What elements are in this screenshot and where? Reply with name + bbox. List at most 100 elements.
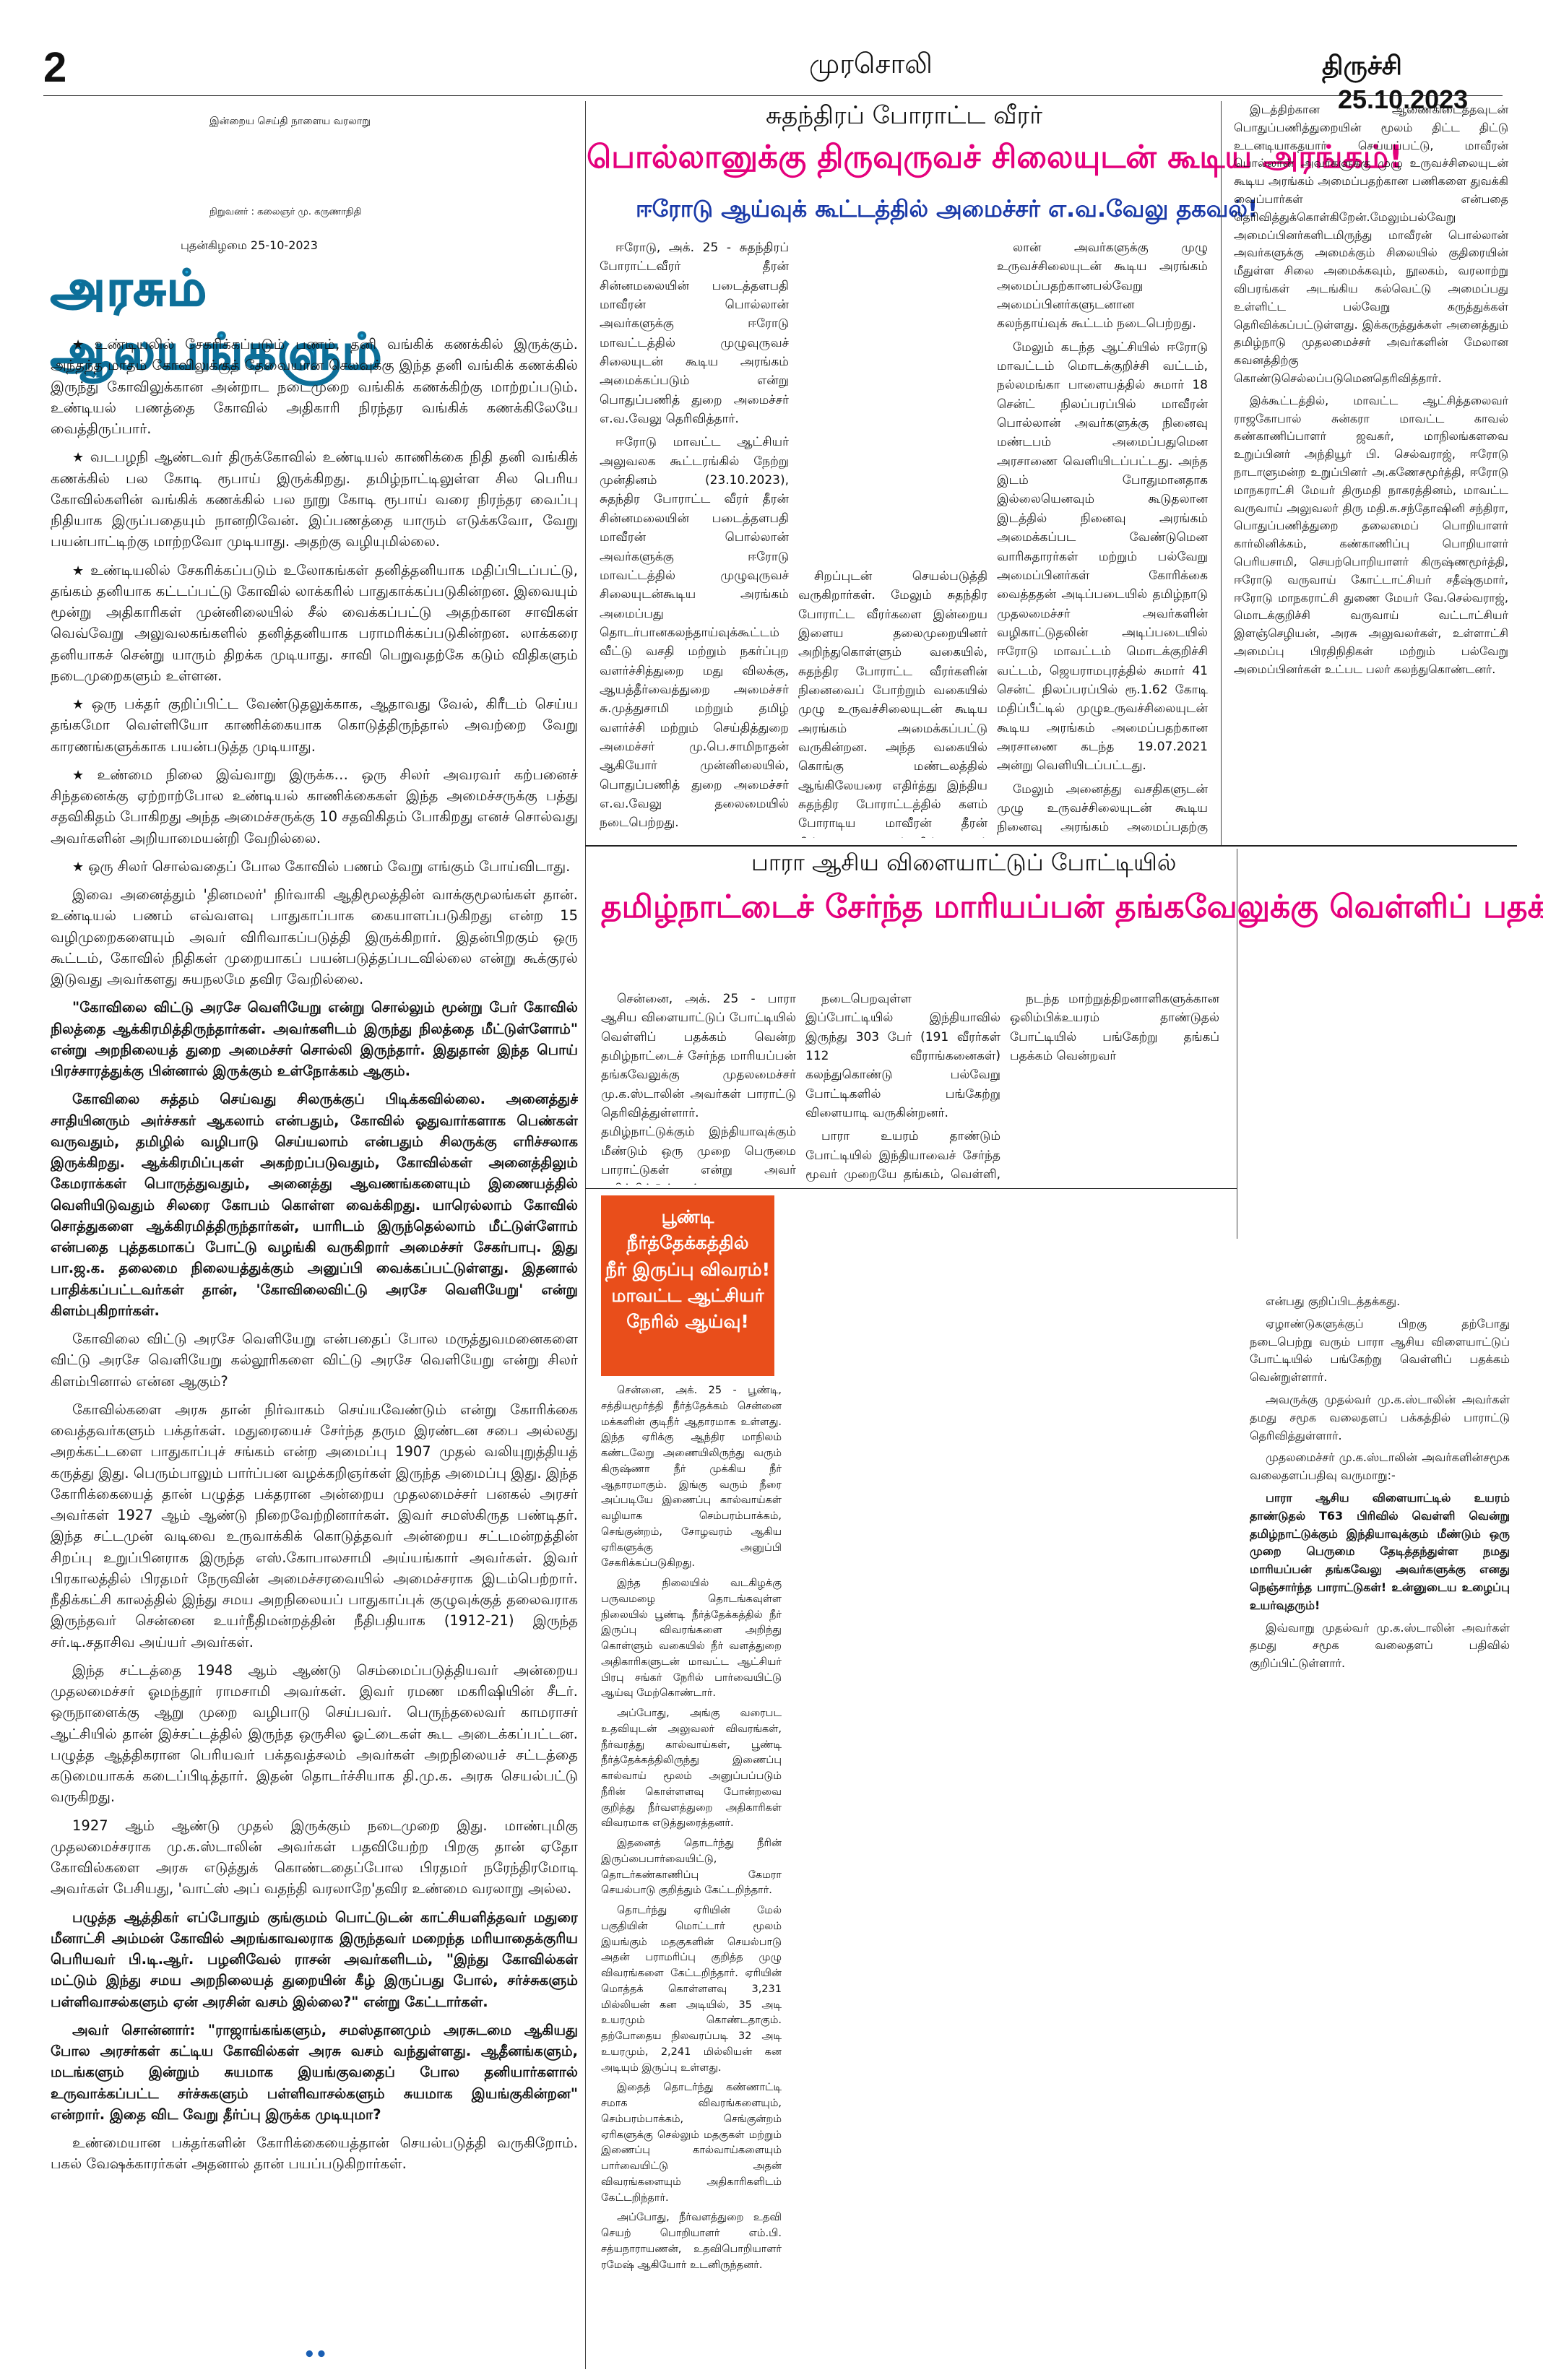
editorial-paragraph: கோவிலை சுத்தம் செய்வது சிலருக்குப் பிடிக… [51,1089,578,1321]
story2-column-1: சென்னை, அக். 25 - பாரா ஆசிய விளையாட்டுப்… [601,990,796,1185]
article-paragraph: ஈரோடு மாவட்ட ஆட்சியர் அலுவலக கூட்டரங்கில… [600,435,789,831]
story2-kicker: பாரா ஆசிய விளையாட்டுப் போட்டியில் [751,849,1177,876]
story2-headline: தமிழ்நாட்டைச் சேர்ந்த மாரியப்பன் தங்கவேல… [601,888,1543,925]
motto: இன்றைய செய்தி நாளைய வரலாறு [209,116,371,127]
article-paragraph: லான் அவர்களுக்கு முழு உருவச்சிலையுடன் கூ… [997,241,1208,332]
star-bullet-icon: ★ [72,337,90,352]
edition-date: திருச்சி 25.10.2023 [1322,51,1517,115]
editorial-paragraph: ★ஒரு சிலர் சொல்வதைப் போல கோவில் பணம் வேற… [51,856,578,877]
paragraph-text: அவர் சொன்னார்: "ராஜாங்கங்களும், சமஸ்தானம… [51,2021,578,2123]
editorial-paragraph: ★ஒரு பக்தர் குறிப்பிட்ட வேண்டுதலுக்காக, … [51,693,578,757]
editorial-paragraph: ★உண்டியலில் சேகரிக்கப்படும் உலோகங்கள் தன… [51,560,578,687]
article-paragraph: பாரா ஆசிய விளையாட்டில் உயரம் தாண்டுதல் T… [1250,1490,1510,1612]
article-paragraph: இவ்வாறு முதல்வர் மு.க.ஸ்டாலின் அவர்கள் த… [1250,1620,1510,1671]
paragraph-text: கோவிலை விட்டு அரசே வெளியேறு என்பதைப் போல… [51,1330,578,1390]
masthead: 2 முரசொலி திருச்சி 25.10.2023 [43,43,1517,114]
editorial-title: அரசும் ஆலயங்களும் [50,259,384,381]
editorial-paragraph: கோவிலை விட்டு அரசே வெளியேறு என்பதைப் போல… [51,1328,578,1392]
paragraph-text: உண்டியலில் சேகரிக்கப்படும் உலோகங்கள் தனி… [51,561,578,684]
paragraph-text: பழுத்த ஆத்திகர் எப்போதும் குங்குமம் பொட்… [51,1908,578,2010]
star-bullet-icon: ★ [72,859,85,875]
article-paragraph: சென்னை, அக். 25 - பாரா ஆசிய விளையாட்டுப்… [601,992,796,1185]
masthead-rule [43,95,1503,96]
paragraph-text: கோவிலை சுத்தம் செய்வது சிலருக்குப் பிடிக… [51,1091,578,1319]
article-paragraph: சென்னை, அக். 25 - பூண்டி, சத்தியமூர்த்தி… [601,1385,782,1570]
article-paragraph: முதலமைச்சர் மு.க.ஸ்டாலின் அவர்களின்சமூக … [1250,1450,1510,1483]
page-number: 2 [43,44,67,91]
story3-headline-line: மாவட்ட ஆட்சியர் [611,1284,764,1306]
story2-column-3: நடந்த மாற்றுத்திறனாளிகளுக்கான ஒலிம்பிக்உ… [1010,990,1219,1185]
article-paragraph: ஏழாண்டுகளுக்குப் பிறகு தற்போது நடைபெற்று… [1250,1316,1510,1385]
story1-column-3: லான் அவர்களுக்கு முழு உருவச்சிலையுடன் கூ… [997,238,1208,838]
paragraph-text: வடபழநி ஆண்டவர் திருக்கோவில் உண்டியல் காண… [51,449,578,550]
article-paragraph: இதைத் தொடர்ந்து கண்ணாட்டி சமாக விவரங்களை… [601,2082,782,2204]
star-bullet-icon: ★ [72,767,93,783]
column-divider [585,101,586,2369]
star-bullet-icon: ★ [72,697,87,712]
editorial-paragraph: 1927 ஆம் ஆண்டு முதல் இருக்கும் நடைமுறை இ… [51,1815,578,1900]
issue-date: 25.10.2023 [1338,85,1469,114]
founder-line: நிறுவனர் : கலைஞர் மு. கருணாநிதி [209,207,362,217]
article-paragraph: சிறப்புடன் செயல்படுத்தி வருகிறார்கள். மே… [798,569,987,838]
story1-headline: பொல்லானுக்கு திருவுருவச் சிலையுடன் கூடிய… [587,139,1404,176]
story-separator [585,845,1517,847]
story2-column-4: என்பது குறிப்பிடத்தக்கது. ஏழாண்டுகளுக்குப… [1250,1293,1510,1755]
story3-headline-line: நேரில் ஆய்வு! [626,1311,749,1332]
star-bullet-icon: ★ [72,563,87,579]
story3-body: சென்னை, அக். 25 - பூண்டி, சத்தியமூர்த்தி… [601,1383,782,2366]
article-paragraph: அப்போது, அங்கு வரைபட உதவியுடன் அலுவலர் வ… [601,1708,782,1830]
story1-deck: ஈரோடு ஆய்வுக் கூட்டத்தில் அமைச்சர் எ.வ.வ… [636,195,1258,222]
paper-name: முரசொலி [809,48,933,79]
article-paragraph: நடந்த மாற்றுத்திறனாளிகளுக்கான ஒலிம்பிக்உ… [1010,992,1219,1064]
paragraph-text: உண்மையான பக்தர்களின் கோரிக்கையைத்தான் செ… [51,2134,578,2173]
editorial-paragraph: இவை அனைத்தும் 'தினமலர்' நிர்வாகி ஆதிமூலத… [51,884,578,990]
story1-column-1: ஈரோடு, அக். 25 - சுதந்திரப் போராட்டவீரர்… [600,238,789,838]
paragraph-text: உண்டியலில் சேகரிக்கப்படும் பணம், தனி வங்… [51,336,578,437]
paragraph-text: ஒரு சிலர் சொல்வதைப் போல கோவில் பணம் வேறு… [88,857,571,875]
editorial-paragraph: இந்த சட்டத்தை 1948 ஆம் ஆண்டு செம்மைப்படு… [51,1660,578,1808]
paragraph-text: கோவில்களை அரசு தான் நிர்வாகம் செய்யவேண்ட… [51,1401,578,1650]
article-paragraph: இடத்திற்கான ஆணைகிடைத்தவுடன் பொதுப்பணித்த… [1234,103,1508,385]
story1-kicker: சுதந்திரப் போராட்ட வீரர் [766,101,1042,130]
editorial-paragraph: அவர் சொன்னார்: "ராஜாங்கங்களும், சமஸ்தானம… [51,2020,578,2125]
article-paragraph: தொடர்ந்து ஏரியின் மேல் பகுதியின் மொட்டார… [601,1905,782,2074]
article-paragraph: நடைபெறவுள்ள இப்போட்டியில் இந்தியாவில் இர… [805,992,1000,1121]
editorial-paragraph: ★உண்டியலில் சேகரிக்கப்படும் பணம், தனி வங… [51,334,578,439]
editorial-paragraph: ★வடபழநி ஆண்டவர் திருக்கோவில் உண்டியல் கா… [51,446,578,552]
story2-bottom-rule [585,1188,1237,1189]
article-paragraph: இக்கூட்டத்தில், மாவட்ட ஆட்சித்தலைவர் ராஜ… [1234,393,1508,676]
editorial-paragraph: "கோவிலை விட்டு அரசே வெளியேறு என்று சொல்ல… [51,997,578,1081]
article-paragraph: என்பது குறிப்பிடத்தக்கது. [1266,1294,1401,1308]
editorial-paragraph: உண்மையான பக்தர்களின் கோரிக்கையைத்தான் செ… [51,2132,578,2175]
article-paragraph: இதனைத் தொடர்ந்து நீரின் இருப்பைபார்வையிட… [601,1838,782,1897]
edition-name: திருச்சி [1322,51,1402,80]
editorial-paragraph: ★உண்மை நிலை இவ்வாறு இருக்க… ஒரு சிலர் அவ… [51,764,578,849]
story1-divider [1221,101,1222,845]
editorial-paragraph: கோவில்களை அரசு தான் நிர்வாகம் செய்யவேண்ட… [51,1399,578,1653]
story1-column-2: சிறப்புடன் செயல்படுத்தி வருகிறார்கள். மே… [798,238,987,838]
editorial-body: ★உண்டியலில் சேகரிக்கப்படும் பணம், தனி வங… [51,334,578,2334]
end-mark: •• [303,2344,328,2366]
story1-column-4: இடத்திற்கான ஆணைகிடைத்தவுடன் பொதுப்பணித்த… [1234,101,1508,845]
paragraph-text: இவை அனைத்தும் 'தினமலர்' நிர்வாகி ஆதிமூலத… [51,886,578,987]
story2-column-2: நடைபெறவுள்ள இப்போட்டியில் இந்தியாவில் இர… [805,990,1000,1185]
editorial-date: புதன்கிழமை 25-10-2023 [181,238,318,252]
paragraph-text: ஒரு பக்தர் குறிப்பிட்ட வேண்டுதலுக்காக, ஆ… [51,696,578,755]
article-paragraph: இக்கூட்டத்தில், பொதுப்பணித்துறை அமைச்சர்… [600,837,789,838]
paragraph-text: 1927 ஆம் ஆண்டு முதல் இருக்கும் நடைமுறை இ… [51,1817,578,1897]
article-paragraph: மேலும் அனைத்து வசதிகளுடன் முழு உருவச்சில… [997,782,1208,835]
paragraph-text: இந்த சட்டத்தை 1948 ஆம் ஆண்டு செம்மைப்படு… [51,1661,578,1806]
star-bullet-icon: ★ [72,450,86,466]
story3-headline-box: பூண்டி நீர்த்தேக்கத்தில் நீர் இருப்பு வி… [601,1195,774,1376]
article-paragraph: இந்த நிலையில் வடகிழக்கு பருவமழை தொடங்கவு… [601,1578,782,1700]
article-paragraph: ஈரோடு, அக். 25 - சுதந்திரப் போராட்டவீரர்… [600,241,789,427]
paragraph-text: உண்மை நிலை இவ்வாறு இருக்க… ஒரு சிலர் அவர… [51,766,578,847]
story3-headline-line: நீர் இருப்பு விவரம்! [605,1258,770,1280]
article-paragraph: அவருக்கு முதல்வர் மு.க.ஸ்டாலின் அவர்கள் … [1250,1392,1510,1442]
article-paragraph: மேலும் கடந்த ஆட்சியில் ஈரோடு மாவட்டம் மொ… [997,339,1208,774]
paragraph-text: "கோவிலை விட்டு அரசே வெளியேறு என்று சொல்ல… [51,999,578,1079]
article-paragraph: அப்போது, நீர்வளத்துறை உதவி செயற் பொறியாள… [601,2212,782,2271]
editorial-paragraph: பழுத்த ஆத்திகர் எப்போதும் குங்குமம் பொட்… [51,1907,578,2012]
story3-headline-line: பூண்டி நீர்த்தேக்கத்தில் [626,1206,749,1254]
article-paragraph: பாரா உயரம் தாண்டும் போட்டியில் இந்தியாவை… [805,1129,1000,1182]
